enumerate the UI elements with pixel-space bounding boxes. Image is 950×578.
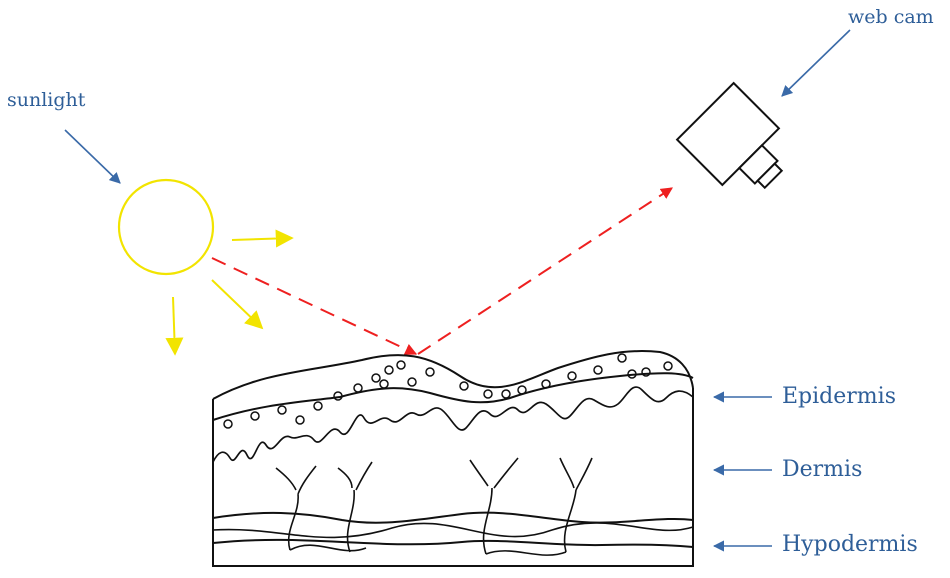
reflected-ray (417, 187, 674, 355)
sun-icon (117, 178, 215, 276)
webcam-pointer-arrow (781, 29, 851, 97)
epidermis-cells (223, 353, 673, 429)
skin-surface (212, 350, 694, 400)
dermis-label: Dermis (782, 457, 863, 482)
follicle-1 (275, 465, 317, 551)
sunlight-label: sunlight (7, 89, 86, 111)
sun-rays (165, 229, 294, 356)
skin-block-outline (212, 388, 694, 567)
dermis-wavy-boundary (212, 386, 694, 463)
follicle-2 (337, 461, 373, 553)
sunlight-pointer-arrow (64, 129, 121, 184)
webcam-label: web cam (848, 6, 934, 28)
vessel-2 (485, 550, 567, 556)
follicle-3 (469, 457, 519, 555)
skin-cross-section (212, 350, 694, 567)
hypodermis-label: Hypodermis (782, 532, 918, 557)
epidermis-lower-line (212, 372, 694, 421)
dermal-structures (275, 457, 593, 556)
connective-strand (212, 522, 694, 539)
incident-ray (211, 257, 418, 355)
hypodermis-lower-line (212, 538, 694, 548)
follicle-4 (559, 457, 593, 553)
epidermis-label: Epidermis (782, 384, 896, 409)
sun-ray-diagonal (211, 279, 264, 330)
hypodermis-upper-line (212, 511, 694, 524)
sun-ray-right (231, 229, 294, 248)
vessel-1 (289, 544, 367, 552)
sun-ray-down (165, 296, 184, 356)
webcam-icon (675, 81, 784, 190)
